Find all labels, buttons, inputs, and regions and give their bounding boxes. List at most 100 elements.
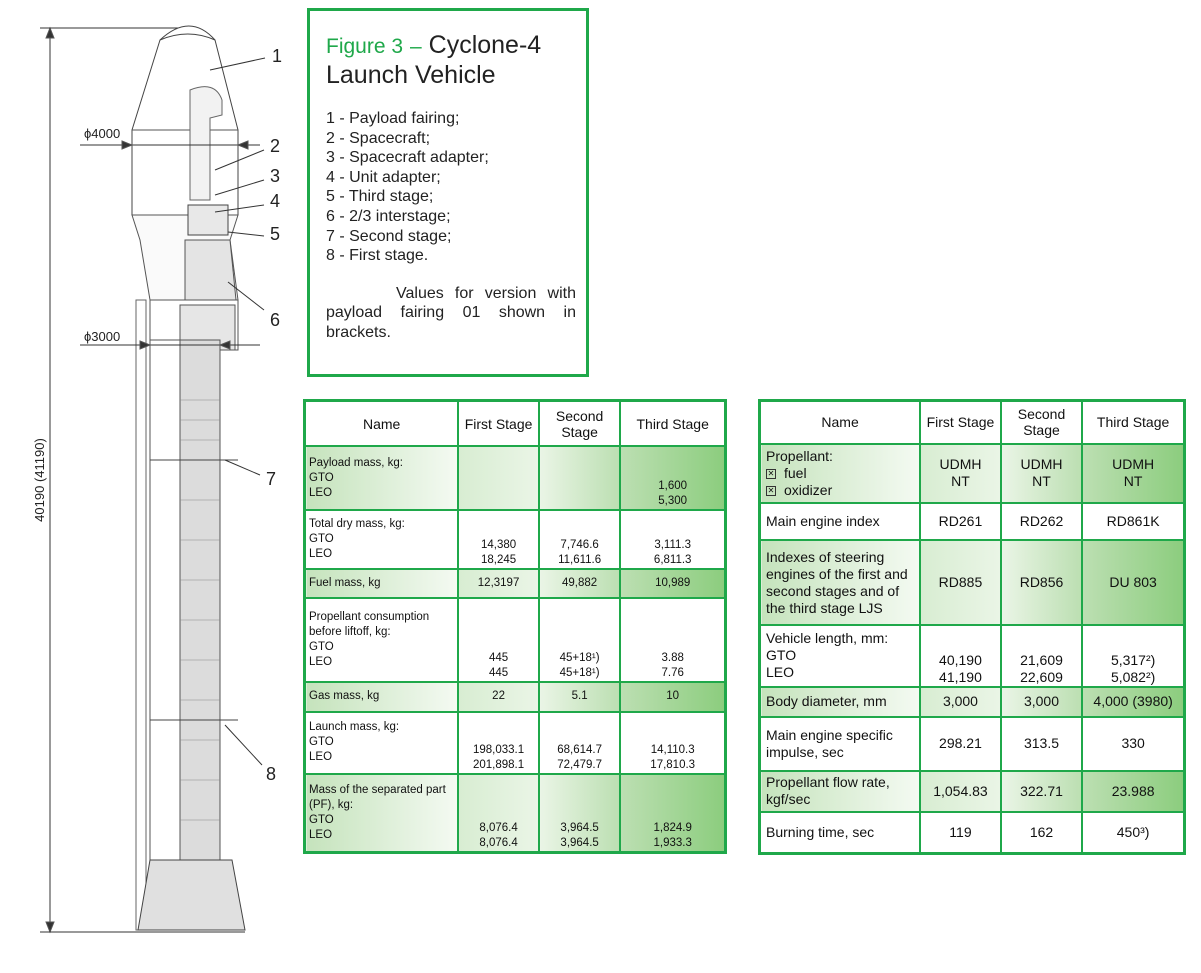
cell-second: 5.1 <box>537 681 622 713</box>
row-name-cell: Gas mass, kg <box>303 681 460 713</box>
callout-3: 3 <box>270 166 280 186</box>
cell-second: 322.71 <box>999 769 1084 814</box>
fuel-checkbox-icon: ✕ <box>766 469 776 480</box>
figure-caption: Figure 3 – Cyclone-4 Launch Vehicle 1 - … <box>307 8 589 377</box>
cell-second: RD856 <box>999 539 1084 626</box>
mass-table: Name First Stage Second Stage Third Stag… <box>303 399 727 854</box>
cell-second: 45+18¹)45+18¹) <box>537 597 622 684</box>
caption-note: Values for version with payload fairing … <box>326 284 576 341</box>
row-name-cell: Fuel mass, kg <box>303 567 460 600</box>
callout-1: 1 <box>272 46 282 66</box>
cell-first: 22 <box>457 681 540 713</box>
cell-third: 4,000 (3980) <box>1081 685 1186 718</box>
engine-table: Name First Stage Second Stage Third Stag… <box>758 399 1186 855</box>
cell-second: 313.5 <box>999 715 1084 772</box>
header-third-stage: Third Stage <box>1081 399 1186 445</box>
row-name-cell: Propellant flow rate, kgf/sec <box>758 769 922 814</box>
header-first-stage: First Stage <box>919 399 1002 445</box>
cell-third: 330 <box>1081 715 1186 772</box>
callout-5: 5 <box>270 224 280 244</box>
dim-length: 40190 (41190) <box>32 438 47 522</box>
cell-second: RD262 <box>999 501 1084 542</box>
header-second-stage: Second Stage <box>537 399 622 448</box>
rocket-diagram: 1 2 3 4 5 6 7 8 ϕ4000 ϕ3000 40190 (41190… <box>32 25 282 934</box>
legend-item: 1 - Payload fairing; <box>326 110 460 127</box>
row-name-cell: Propellant consumption before liftoff, k… <box>303 597 460 684</box>
cell-first: 3,000 <box>919 685 1002 718</box>
legend-item: 4 - Unit adapter; <box>326 168 441 186</box>
oxidizer-label: oxidizer <box>784 481 833 498</box>
cell-first <box>457 445 540 511</box>
callout-8: 8 <box>266 764 276 784</box>
legend-item: 5 - Third stage; <box>326 188 434 206</box>
header-third-stage: Third Stage <box>619 399 727 448</box>
oxidizer-checkbox-icon: ✕ <box>766 486 776 497</box>
callout-4: 4 <box>270 191 280 211</box>
cell-third: 10 <box>619 681 727 713</box>
legend-item: 2 - Spacecraft; <box>326 129 431 147</box>
legend-item: 8 - First stage. <box>326 247 429 265</box>
cell-third: 5,317²)5,082²) <box>1081 623 1186 688</box>
legend-item: 3 - Spacecraft adapter; <box>326 149 489 167</box>
cell-first: RD261 <box>919 501 1002 542</box>
cell-third: 10,989 <box>619 567 727 600</box>
callout-6: 6 <box>270 310 280 330</box>
cell-first: 119 <box>919 811 1002 855</box>
header-first-stage: First Stage <box>457 399 540 448</box>
header-name: Name <box>758 399 922 445</box>
header-name: Name <box>303 399 460 448</box>
legend-list: 1 - Payload fairing; 2 - Spacecraft; 3 -… <box>326 109 576 266</box>
propellant-name-cell: Propellant: ✕ fuel ✕ oxidizer <box>758 442 922 504</box>
caption-title: Figure 3 – Cyclone-4 Launch Vehicle <box>326 31 576 90</box>
cell-first: 1,054.83 <box>919 769 1002 814</box>
cell-second: 3,000 <box>999 685 1084 718</box>
fuel-label: fuel <box>784 464 807 481</box>
cell-first: 298.21 <box>919 715 1002 772</box>
figure-label: Figure 3 <box>326 35 404 58</box>
dim-mid-diameter: ϕ3000 <box>84 329 120 344</box>
propellant-label: Propellant: <box>766 447 833 464</box>
figure-title: Cyclone-4 Launch Vehicle <box>326 31 542 89</box>
header-second-stage: Second Stage <box>999 399 1084 445</box>
legend-item: 7 - Second stage; <box>326 227 452 245</box>
cell-second: 162 <box>999 811 1084 855</box>
callout-7: 7 <box>266 469 276 489</box>
cell-first: RD885 <box>919 539 1002 626</box>
row-name-cell: Body diameter, mm <box>758 685 922 718</box>
cell-second <box>537 445 622 511</box>
table-row: Propellant consumption before liftoff, k… <box>303 597 727 684</box>
cell-second: 49,882 <box>537 567 622 600</box>
legend-item: 6 - 2/3 interstage; <box>326 207 451 225</box>
cell-third: 23.988 <box>1081 769 1186 814</box>
dim-top-diameter: ϕ4000 <box>84 126 120 141</box>
